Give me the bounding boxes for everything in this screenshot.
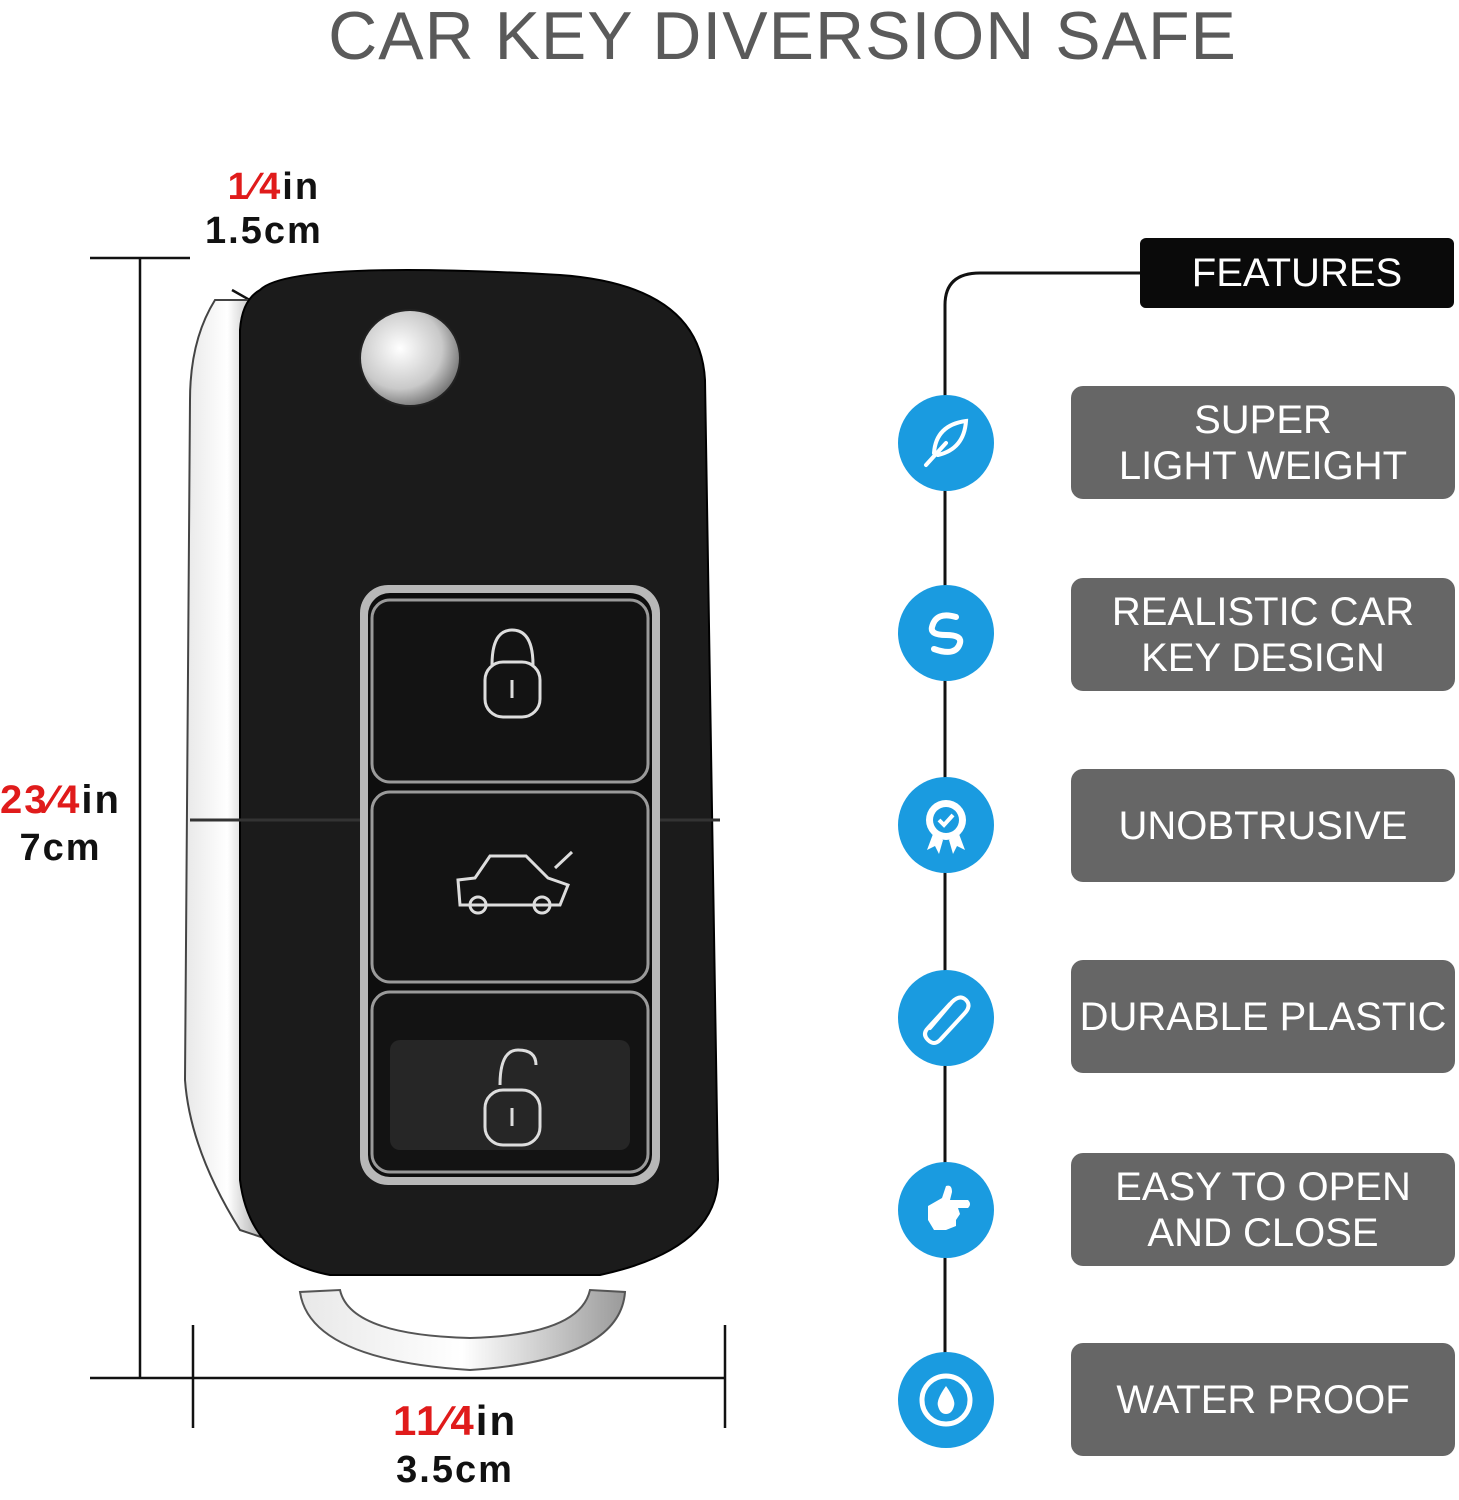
width-fraction: 1⁄4 [416,1397,476,1444]
thickness-fraction: 1⁄4 [227,166,283,208]
height-whole: 2 [0,778,25,822]
feature-water-proof: WATER PROOF [1071,1343,1455,1456]
feather-icon [898,395,994,491]
width-metric: 3.5cm [396,1449,514,1491]
thickness-dimension: 1⁄4in 1.5cm [205,165,323,253]
features-connector [943,271,1140,1395]
height-fraction: 3⁄4 [24,778,82,822]
width-unit: in [475,1397,518,1444]
unlock-icon [483,1048,542,1147]
thickness-metric: 1.5cm [205,210,323,252]
lock-icon [483,628,542,719]
lock-button [370,598,650,784]
water-drop-icon [898,1352,994,1448]
feature-durable-plastic: DURABLE PLASTIC [1071,960,1455,1073]
paperclip-icon [898,970,994,1066]
height-metric: 7cm [19,827,102,869]
badge-check-icon [898,777,994,873]
swirl-icon [898,585,994,681]
trunk-button [370,790,650,984]
pointing-hand-icon [898,1162,994,1258]
thickness-unit: in [282,166,321,208]
height-dimension: 23⁄4in 7cm [0,775,121,871]
key-ring [298,1288,627,1372]
features-label: FEATURES [1140,238,1454,308]
release-button [359,309,461,407]
feature-unobtrusive: UNOBTRUSIVE [1071,769,1455,882]
width-whole: 1 [393,1397,417,1444]
width-dimension: 11⁄4in 3.5cm [393,1395,517,1493]
car-trunk-icon [456,850,574,915]
height-unit: in [81,778,121,822]
page-title: CAR KEY DIVERSION SAFE [328,0,1237,74]
